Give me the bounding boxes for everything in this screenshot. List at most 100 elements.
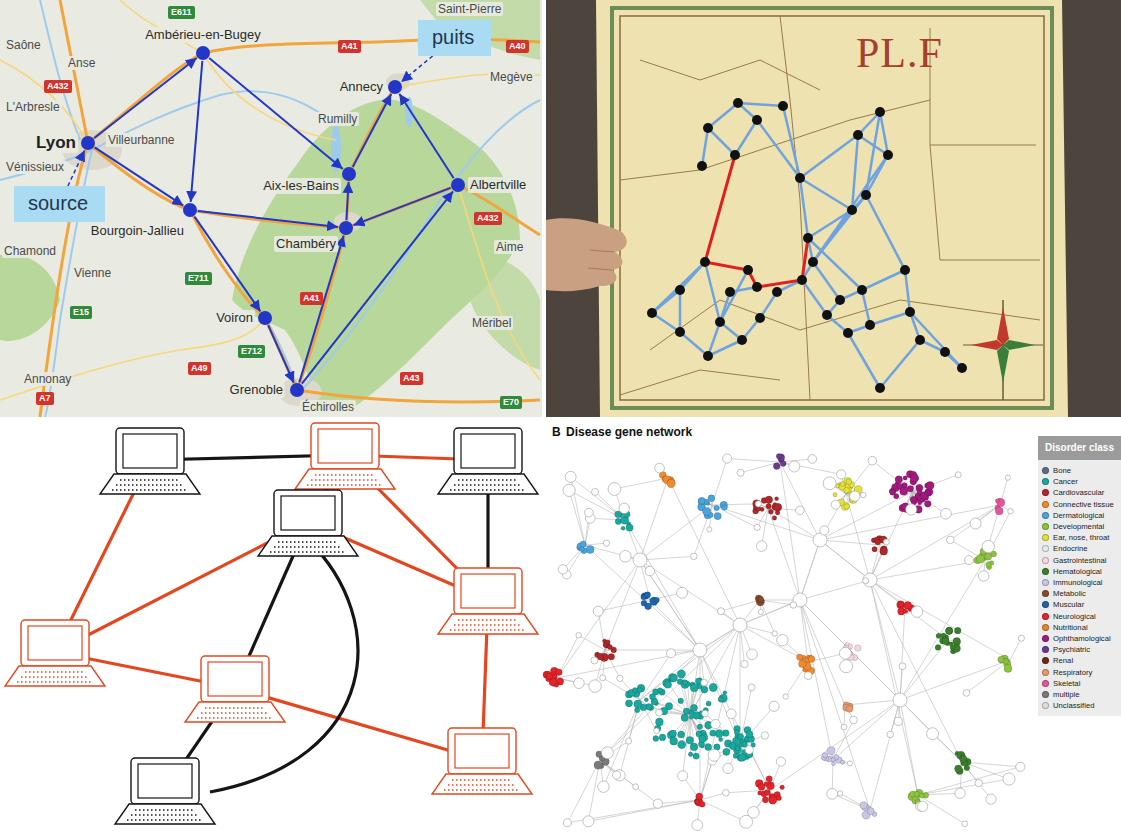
parcel-boundary	[930, 28, 1036, 145]
gene-dot	[738, 754, 746, 762]
gene-dot	[1016, 762, 1025, 771]
gene-dot	[839, 647, 851, 659]
legend-swatch	[1042, 579, 1049, 586]
gene-dot	[607, 645, 612, 650]
network-edge	[640, 560, 740, 625]
gene-dot	[790, 602, 797, 609]
network-edge	[600, 741, 629, 760]
network-edge	[800, 600, 870, 810]
gene-dot	[723, 748, 730, 755]
gene-dot	[600, 675, 606, 681]
lake	[331, 124, 341, 172]
network-edge	[588, 800, 700, 821]
legend-label: Cardiovascular	[1053, 487, 1104, 498]
road-number: E712	[238, 345, 265, 358]
legend-label: Psychiatric	[1053, 644, 1090, 655]
gene-dot	[667, 479, 675, 487]
gene-dot	[686, 736, 694, 744]
network-edge	[780, 462, 820, 540]
parcel-boundary	[620, 100, 930, 180]
gene-dot	[808, 656, 815, 663]
gene-dot	[955, 788, 965, 798]
gene-dot	[688, 752, 693, 757]
gene-dot	[620, 550, 632, 562]
legend-entry: Hematological	[1042, 566, 1102, 577]
gene-dot	[872, 547, 877, 552]
motorway	[88, 143, 346, 228]
network-edge	[833, 720, 854, 760]
graph-edge	[702, 128, 708, 166]
road-number: A41	[300, 292, 323, 305]
gene-dot	[683, 708, 690, 715]
gene-dot	[960, 756, 967, 763]
legend-label: Muscular	[1053, 599, 1084, 610]
legend-swatch	[1042, 669, 1049, 676]
gene-dot	[758, 596, 764, 602]
legend-entry: Bone	[1042, 465, 1071, 476]
laptop-icon	[258, 490, 358, 556]
gene-dot	[670, 737, 678, 745]
gene-dot	[900, 487, 908, 495]
network-edge	[712, 504, 758, 505]
gene-dot	[745, 746, 753, 754]
network-edge	[600, 650, 700, 760]
gene-dot	[580, 541, 586, 547]
legend-label: Nutritional	[1053, 622, 1088, 633]
legend-entry: Psychiatric	[1042, 644, 1090, 655]
gene-dot	[895, 476, 902, 483]
graph-vertex	[803, 233, 813, 243]
network-edge	[820, 540, 870, 580]
laptop-icon	[112, 480, 188, 490]
network-edge	[800, 600, 850, 650]
network-edge	[962, 762, 991, 799]
gene-dot	[597, 653, 604, 660]
route-arrow	[198, 211, 338, 227]
gene-dot	[899, 663, 906, 670]
laptop-icon	[432, 728, 532, 794]
network-edge	[694, 505, 712, 556]
legend-entry: Respiratory	[1042, 667, 1092, 678]
city-node: Aix-les-Bains	[342, 167, 356, 181]
network-edge	[603, 700, 640, 787]
graph-vertex	[905, 307, 915, 317]
gene-dot	[776, 454, 781, 459]
legend-entry: Immunological	[1042, 577, 1103, 588]
gene-dot	[563, 484, 575, 496]
gene-dot	[755, 501, 761, 507]
route-arrow	[268, 325, 294, 382]
network-edge	[966, 660, 1010, 693]
gene-dot	[723, 790, 730, 797]
city-name: Grenoble	[228, 382, 285, 398]
gene-dot	[762, 797, 768, 803]
legend-swatch	[1042, 557, 1049, 564]
gene-dot	[976, 555, 984, 563]
legend-label: Endocrine	[1053, 543, 1088, 554]
gene-dot	[756, 541, 767, 552]
graph-edge	[862, 270, 905, 290]
legend-entry: Muscular	[1042, 599, 1084, 610]
graph-edge	[866, 195, 905, 270]
gene-dot	[612, 771, 620, 779]
gene-dot	[657, 688, 662, 693]
gene-dot	[935, 645, 941, 651]
city-node: Bourgoin-Jallieu	[183, 203, 197, 217]
laptop-icon	[454, 568, 522, 614]
network-edge	[900, 700, 918, 795]
laptop-icon	[100, 474, 200, 494]
gene-dot	[840, 482, 845, 487]
gene-dot	[708, 749, 720, 761]
route-arrow	[302, 191, 453, 383]
gene-dot	[748, 684, 755, 691]
laptop-icon	[450, 480, 526, 490]
network-edge	[614, 478, 668, 489]
legend-swatch	[1042, 489, 1049, 496]
gene-dot	[556, 669, 563, 676]
legend-entry: multiple	[1042, 689, 1080, 700]
gene-dot	[838, 791, 843, 796]
route-arrow	[94, 58, 196, 138]
graph-vertex	[957, 363, 967, 373]
network-edge	[579, 635, 605, 650]
gene-dot	[689, 715, 693, 719]
route-arrow	[95, 147, 184, 205]
